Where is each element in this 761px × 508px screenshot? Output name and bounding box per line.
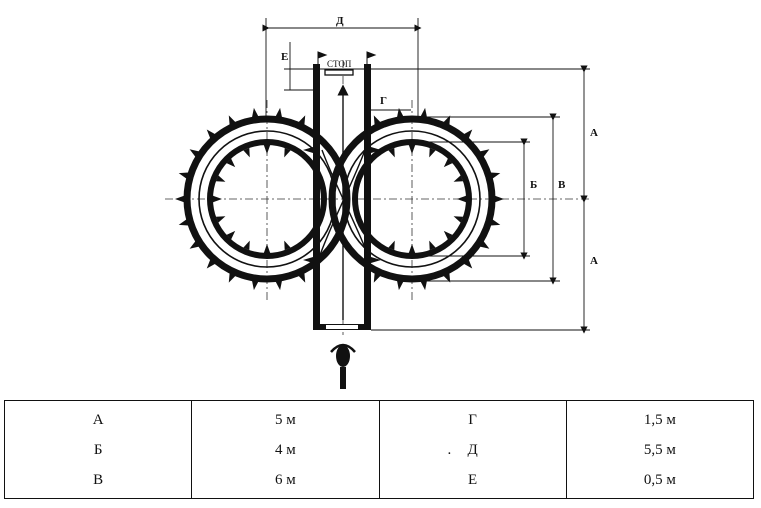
stray-mark: .: [447, 441, 452, 458]
cone-marker: [213, 195, 222, 203]
cone-marker: [215, 216, 226, 223]
dimension-lines: [262, 18, 590, 334]
cone-marker: [480, 149, 490, 157]
dim-label-g: Г: [380, 95, 387, 107]
cone-marker: [189, 149, 199, 157]
legend-letter: Е: [468, 471, 478, 488]
dim-label-v: В: [558, 179, 566, 191]
center-lines: [165, 60, 590, 335]
cone-marker: [303, 257, 313, 263]
cone-marker: [443, 115, 451, 125]
legend-value: 5,5 м: [643, 441, 676, 458]
dim-label-d: Д: [336, 15, 344, 27]
legend-left-values: 5 м 4 м 6 м: [191, 400, 380, 499]
cone-marker: [443, 158, 453, 168]
cone-marker: [303, 147, 313, 153]
cone-marker: [453, 175, 464, 182]
dim-label-a-bottom: А: [590, 255, 598, 267]
cone-marker: [388, 147, 395, 158]
legend-value: 4 м: [275, 441, 296, 458]
start-area: [313, 324, 371, 389]
cone-marker: [252, 107, 259, 118]
stop-area: СТОП: [317, 51, 377, 76]
cone-marker: [490, 219, 501, 226]
legend-letter: Д: [467, 441, 478, 458]
stop-sign-label: СТОП: [327, 59, 352, 69]
cone-marker: [397, 107, 404, 118]
cone-marker: [443, 230, 453, 240]
cone-marker: [463, 129, 473, 139]
cone-marker: [429, 240, 436, 251]
cone-marker: [443, 273, 451, 283]
cone-marker: [284, 240, 291, 251]
cone-marker: [263, 244, 271, 253]
cone-marker: [490, 172, 501, 179]
left-inner-ring: [207, 139, 327, 259]
cone-marker: [178, 219, 189, 226]
cone-marker: [175, 195, 184, 203]
left-outer-ring: [183, 115, 351, 283]
cone-marker: [178, 172, 189, 179]
cone-marker: [408, 244, 416, 253]
cone-markers: [175, 107, 504, 291]
cone-marker: [408, 145, 416, 154]
legend-value: 5 м: [275, 411, 296, 428]
legend-letter: Г: [468, 411, 477, 428]
cone-marker: [429, 147, 436, 158]
cone-marker: [228, 115, 236, 125]
left-flag: [317, 51, 328, 64]
stop-bar: [324, 69, 354, 76]
legend-letter: В: [93, 471, 104, 488]
figure-eight-course-diagram: СТОП: [165, 15, 598, 389]
rider-icon: [330, 343, 356, 389]
dimension-labels: Д Е Г А А В Б: [281, 15, 598, 267]
dim-label-b: Б: [530, 179, 537, 191]
cone-marker: [463, 259, 473, 269]
cone-marker: [420, 280, 427, 291]
cone-marker: [457, 195, 466, 203]
cone-marker: [228, 273, 236, 283]
cone-marker: [226, 230, 236, 240]
legend-letter: Б: [93, 441, 103, 458]
cone-marker: [243, 147, 250, 158]
legend-right-letters: Г . Д Е: [378, 400, 567, 499]
cone-marker: [371, 257, 381, 263]
legend-value: 0,5 м: [643, 471, 676, 488]
dimensions-legend-table: А Б В 5 м 4 м 6 м Г . Д Е 1,5 м 5,5 м 0,5…: [3, 400, 755, 499]
cone-marker: [388, 240, 395, 251]
dim-label-a-top: А: [590, 127, 598, 139]
cone-marker: [206, 129, 216, 139]
crossing-path: [319, 84, 369, 320]
cone-marker: [453, 216, 464, 223]
cone-marker: [373, 273, 381, 283]
cone-marker: [298, 115, 306, 125]
cone-marker: [275, 107, 282, 118]
cone-marker: [243, 240, 250, 251]
cone-marker: [397, 280, 404, 291]
cone-marker: [284, 147, 291, 158]
cone-marker: [495, 195, 504, 203]
cone-marker: [206, 259, 216, 269]
central-corridor: [313, 64, 371, 330]
cone-marker: [189, 241, 199, 249]
cone-marker: [215, 175, 226, 182]
cone-marker: [275, 280, 282, 291]
cone-marker: [480, 241, 490, 249]
cone-marker: [252, 280, 259, 291]
cone-marker: [263, 145, 271, 154]
legend-value: 1,5 м: [643, 411, 676, 428]
right-outer-ring: [328, 115, 496, 283]
legend-letter: А: [92, 411, 104, 428]
start-line: [326, 325, 358, 329]
cone-marker: [420, 107, 427, 118]
cone-marker: [373, 115, 381, 125]
right-flag: [366, 51, 377, 64]
cone-marker: [298, 273, 306, 283]
dim-label-e: Е: [281, 51, 288, 63]
legend-value: 6 м: [275, 471, 296, 488]
legend-left-letters: А Б В: [3, 400, 193, 499]
cone-marker: [226, 158, 236, 168]
legend-right-values: 1,5 м 5,5 м 0,5 м: [565, 400, 755, 499]
cone-marker: [371, 147, 381, 153]
